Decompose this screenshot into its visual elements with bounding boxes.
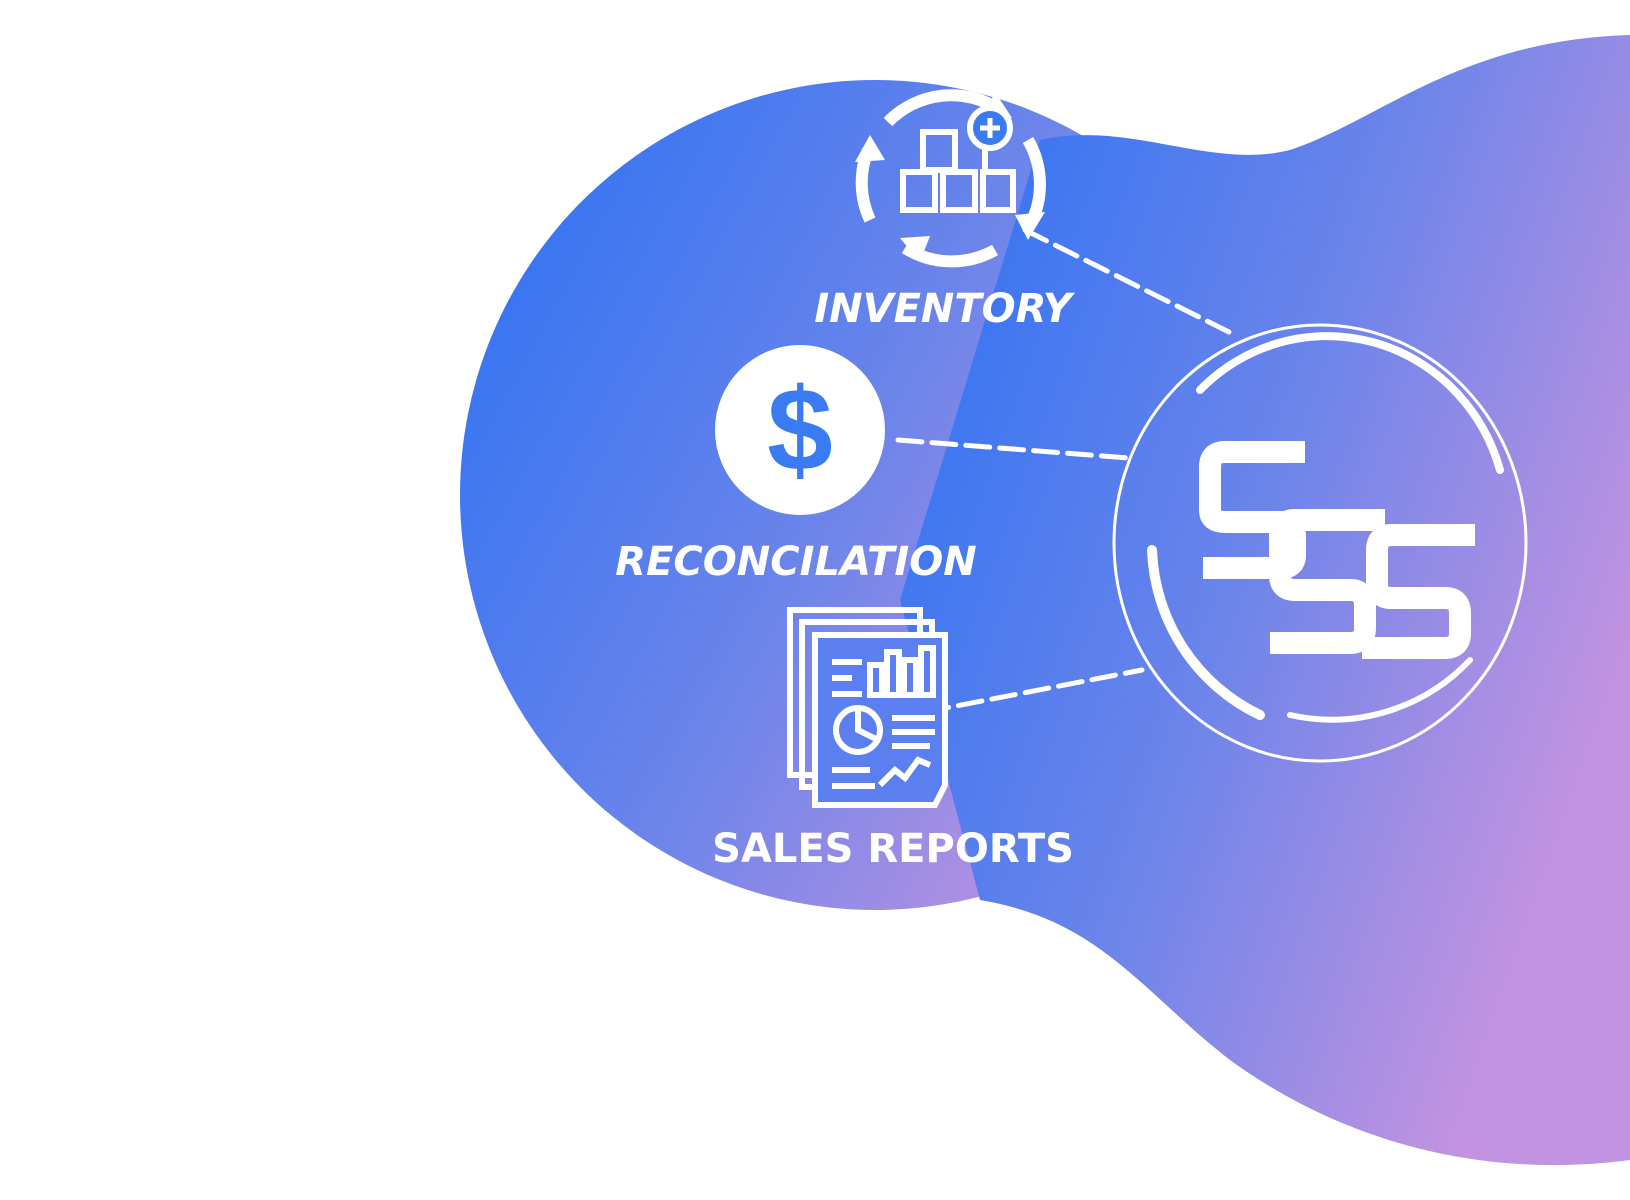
label-sales-reports: SALES REPORTS <box>712 826 1074 872</box>
connector-reconciliation <box>895 437 1131 461</box>
connector-inventory <box>1022 227 1238 338</box>
node-inventory: INVENTORY <box>814 89 1076 332</box>
sss-logo-icon <box>1112 323 1528 763</box>
dollar-icon: $ <box>767 364 833 496</box>
label-inventory: INVENTORY <box>814 286 1076 332</box>
inventory-cycle-icon <box>855 89 1046 268</box>
node-sales-reports: SALES REPORTS <box>712 607 1074 872</box>
background-blob <box>460 35 1630 1166</box>
node-reconciliation: $ RECONCILATION <box>615 345 977 585</box>
dollar-icon-circle <box>715 345 885 515</box>
connector-sales-reports <box>922 667 1145 715</box>
label-reconciliation: RECONCILATION <box>615 539 976 585</box>
report-document-icon <box>787 607 948 808</box>
connectors <box>895 227 1238 715</box>
